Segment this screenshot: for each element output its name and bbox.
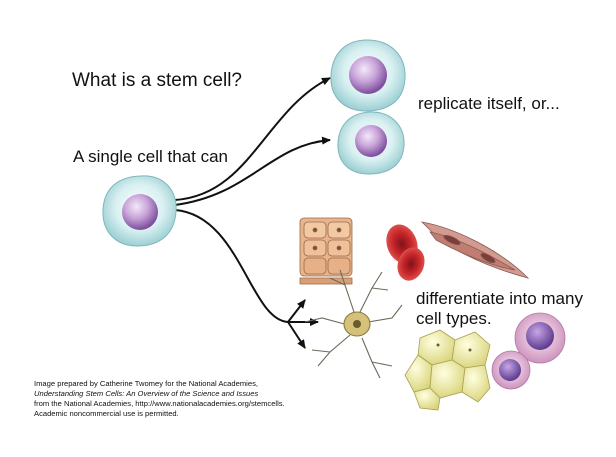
arrows — [174, 77, 331, 349]
epithelial-cells-icon — [299, 217, 353, 285]
arrow-to-differentiated — [174, 209, 289, 323]
white-blood-cell-icon — [514, 312, 566, 364]
branch-arrow-up — [287, 299, 306, 323]
arrow-to-upper-cell — [174, 77, 331, 201]
daughter-cell-icon — [330, 39, 406, 112]
subtitle-label: A single cell that can — [73, 147, 228, 166]
image-credit: Image prepared by Catherine Twomey for t… — [34, 379, 285, 419]
replicate-label: replicate itself, or... — [418, 94, 560, 113]
credit-line: from the National Academies, http://www.… — [34, 399, 285, 408]
credit-line: Academic noncommercial use is permitted. — [34, 409, 179, 418]
credit-line: Image prepared by Catherine Twomey for t… — [34, 379, 258, 388]
credit-title: Understanding Stem Cells: An Overview of… — [34, 389, 259, 398]
neuron-icon — [304, 269, 403, 379]
credit-line: Understanding Stem Cells: An Overview of… — [34, 389, 285, 399]
branch-arrow-down — [287, 321, 306, 349]
arrow-to-lower-cell — [174, 136, 331, 206]
stem-cell-icon — [102, 175, 177, 247]
diagram-title: What is a stem cell? — [72, 70, 242, 91]
differentiate-label: differentiate into many cell types. — [416, 289, 583, 328]
fat-cells-icon — [404, 329, 491, 411]
white-blood-cell-icon — [491, 350, 531, 390]
red-blood-cell-icon — [386, 224, 425, 281]
muscle-cells-icon — [420, 221, 530, 279]
daughter-cell-icon — [337, 111, 405, 175]
